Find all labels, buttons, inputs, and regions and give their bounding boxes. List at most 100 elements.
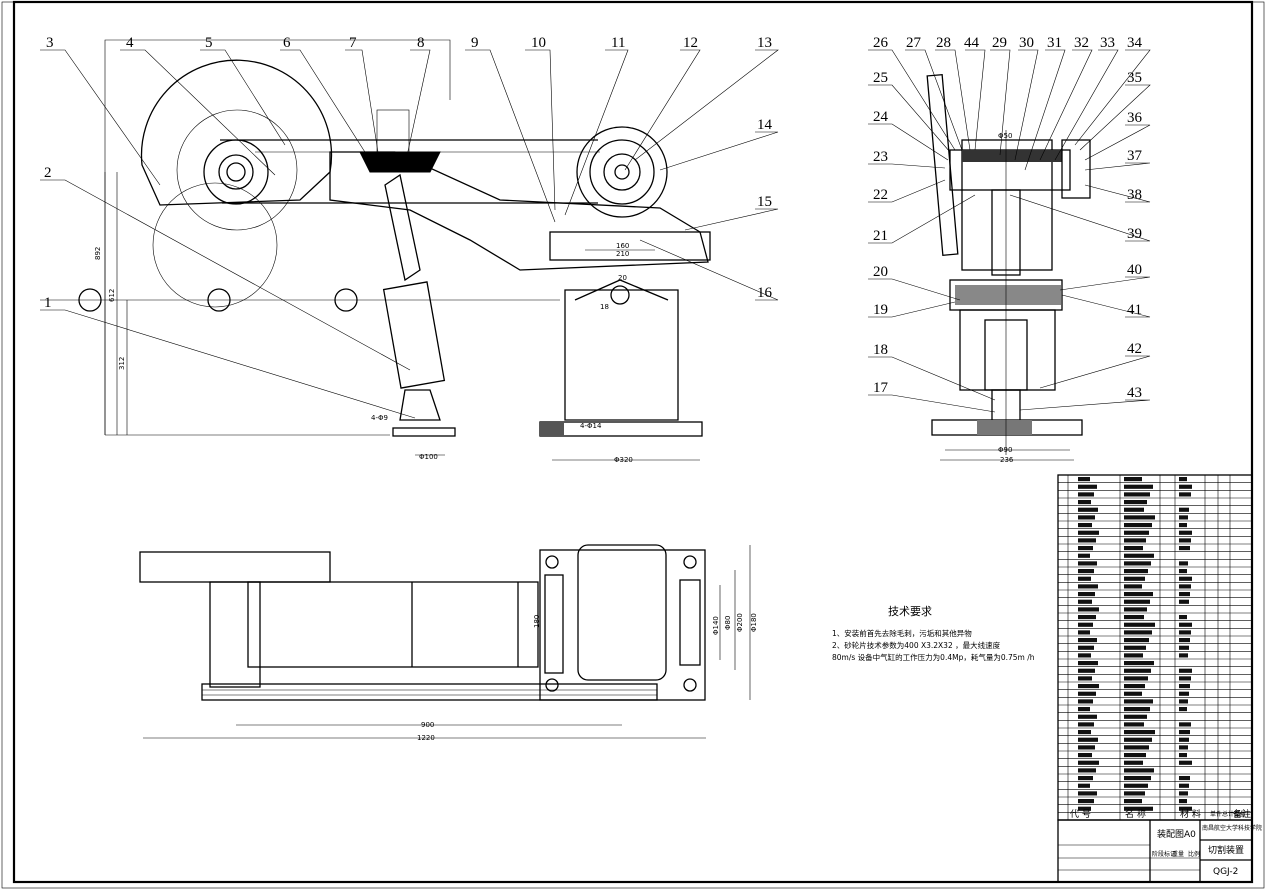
bom-material-cell: [1179, 592, 1190, 597]
bom-code-cell: [1078, 615, 1096, 620]
dim-100: Φ100: [419, 453, 438, 461]
dim-312: 312: [118, 357, 126, 370]
bom-header-remark: 备注: [1233, 808, 1251, 820]
dim-4-14: 4-Φ14: [580, 422, 602, 430]
title-product: 切割装置: [1208, 844, 1244, 856]
bom-name-cell: [1124, 653, 1143, 658]
title-stage: 阶段标记: [1152, 850, 1176, 858]
tech-line-3: 80m/s 设备中气缸的工作压力为0.4Mp，耗气量为0.75m /h: [832, 652, 1035, 662]
bom-material-cell: [1179, 684, 1190, 689]
bom-material-cell: [1179, 699, 1188, 704]
bom-material-cell: [1179, 745, 1188, 750]
bom-code-cell: [1078, 538, 1096, 543]
bom-material-cell: [1179, 630, 1191, 635]
bom-name-cell: [1124, 645, 1146, 650]
bom-code-cell: [1078, 638, 1097, 643]
dim-140: Φ140: [712, 616, 720, 635]
bom-material-cell: [1179, 791, 1188, 796]
callout-39: 39: [1127, 226, 1142, 242]
callout-25: 25: [873, 70, 888, 86]
bom-code-cell: [1078, 684, 1099, 689]
bom-material-cell: [1179, 569, 1187, 574]
bom-material-cell: [1179, 730, 1190, 735]
dim-18: 18: [600, 303, 609, 311]
bom-material-cell: [1179, 799, 1187, 804]
callout-3: 3: [46, 35, 54, 51]
bom-material-cell: [1179, 576, 1192, 581]
bom-material-cell: [1179, 653, 1188, 658]
bom-header-code: 代 号: [1070, 809, 1091, 820]
bom-material-cell: [1179, 546, 1190, 551]
bom-name-cell: [1124, 691, 1142, 696]
callout-13: 13: [757, 35, 772, 51]
tech-line-2: 2、砂轮片技术参数为400 X3.2X32 ，最大线速度: [832, 640, 1001, 650]
bom-code-cell: [1078, 661, 1098, 666]
callout-6: 6: [283, 35, 291, 51]
callout-33: 33: [1100, 35, 1115, 51]
callout-19: 19: [873, 302, 888, 318]
bom-material-cell: [1179, 584, 1191, 589]
callout-27: 27: [906, 35, 922, 51]
bom-code-cell: [1078, 645, 1094, 650]
bom-code-cell: [1078, 737, 1098, 742]
callout-11: 11: [611, 35, 625, 51]
dim-612: 612: [108, 289, 116, 302]
bom-name-cell: [1124, 699, 1153, 704]
bom-material-cell: [1179, 645, 1189, 650]
bom-name-cell: [1124, 607, 1147, 612]
dim-320: Φ320: [614, 456, 633, 464]
callout-16: 16: [757, 285, 773, 301]
bom-name-cell: [1124, 661, 1154, 666]
dim-4-9: 4-Φ9: [371, 414, 388, 422]
bom-code-cell: [1078, 668, 1095, 673]
callout-17: 17: [873, 380, 889, 396]
side-view: [926, 73, 1091, 461]
bom-name-cell: [1124, 760, 1143, 765]
bom-name-cell: [1124, 523, 1152, 528]
bom-code-cell: [1078, 492, 1094, 497]
bom-code-cell: [1078, 783, 1090, 788]
bom-code-cell: [1078, 530, 1099, 535]
bom-code-cell: [1078, 584, 1098, 589]
inner-border: [12, 0, 1254, 884]
bom-material-cell: [1179, 599, 1189, 604]
bom-name-cell: [1124, 714, 1147, 719]
dim-20: 20: [618, 274, 627, 282]
bom-material-cell: [1179, 753, 1187, 758]
bom-name-cell: [1124, 668, 1151, 673]
bom-code-cell: [1078, 776, 1093, 781]
bom-name-cell: [1124, 737, 1152, 742]
bom-name-cell: [1124, 753, 1146, 758]
bom-code-cell: [1078, 691, 1096, 696]
bom-code-cell: [1078, 676, 1092, 681]
bom-material-cell: [1179, 707, 1187, 712]
bom-name-cell: [1124, 515, 1155, 520]
dim-160: 160: [616, 242, 629, 250]
bom-material-cell: [1179, 737, 1189, 742]
callout-37: 37: [1127, 148, 1143, 164]
plan-view: [139, 544, 751, 739]
bom-name-cell: [1124, 791, 1145, 796]
bom-name-cell: [1124, 484, 1153, 489]
bom-name-cell: [1124, 615, 1144, 620]
bom-code-cell: [1078, 730, 1091, 735]
callout-38: 38: [1127, 187, 1142, 203]
callout-14: 14: [757, 117, 773, 133]
bom-code-cell: [1078, 622, 1093, 627]
bom-name-cell: [1124, 730, 1155, 735]
dim-210: 210: [616, 250, 629, 258]
dim-180: Φ180: [750, 613, 758, 632]
bom-code-cell: [1078, 768, 1096, 773]
bom-name-cell: [1124, 776, 1151, 781]
dim-200: Φ200: [736, 613, 744, 632]
title-drawing-name: 装配图A0: [1157, 828, 1196, 840]
callout-40: 40: [1127, 262, 1142, 278]
dim-side-90: Φ90: [998, 446, 1012, 454]
bom-name-cell: [1124, 477, 1142, 482]
bom-code-cell: [1078, 799, 1094, 804]
bom-name-cell: [1124, 584, 1142, 589]
callout-9: 9: [471, 35, 479, 51]
bom-material-cell: [1179, 615, 1187, 620]
callout-5: 5: [205, 35, 213, 51]
dim-side-236: 236: [1000, 456, 1014, 464]
